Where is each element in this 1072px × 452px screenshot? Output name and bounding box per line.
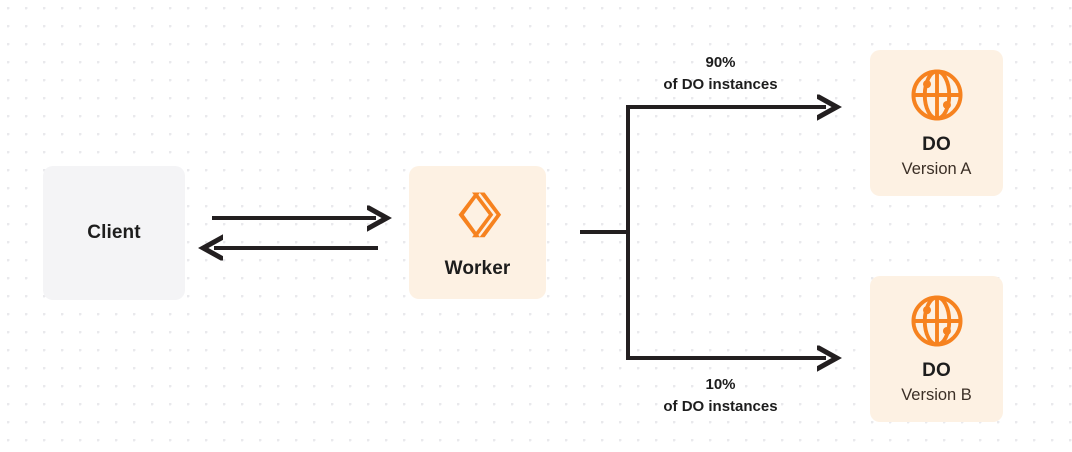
edge-label-do-b-detail: of DO instances bbox=[663, 397, 778, 415]
edge-label-do-a: 90% of DO instances bbox=[628, 52, 813, 96]
node-worker: Worker bbox=[409, 166, 546, 299]
edge-label-do-a-percent: 90% bbox=[705, 54, 736, 71]
node-do-b-version: Version B bbox=[901, 385, 972, 404]
node-do-a-label: DO bbox=[922, 133, 951, 155]
node-client: Client bbox=[43, 166, 185, 300]
node-do-version-b: DO Version B bbox=[870, 276, 1003, 422]
node-do-a-version: Version A bbox=[901, 159, 972, 178]
cloudflare-workers-icon bbox=[447, 184, 509, 246]
edge-label-do-a-detail: of DO instances bbox=[663, 75, 778, 93]
edge-worker-split bbox=[580, 105, 630, 360]
edge-label-do-b-percent: 10% bbox=[705, 376, 736, 393]
globe-icon bbox=[908, 292, 966, 350]
node-do-version-a: DO Version A bbox=[870, 50, 1003, 196]
node-client-label: Client bbox=[87, 221, 141, 243]
edge-label-do-b: 10% of DO instances bbox=[628, 374, 813, 418]
globe-icon bbox=[908, 66, 966, 124]
node-worker-label: Worker bbox=[444, 258, 511, 280]
node-do-b-label: DO bbox=[922, 359, 951, 381]
